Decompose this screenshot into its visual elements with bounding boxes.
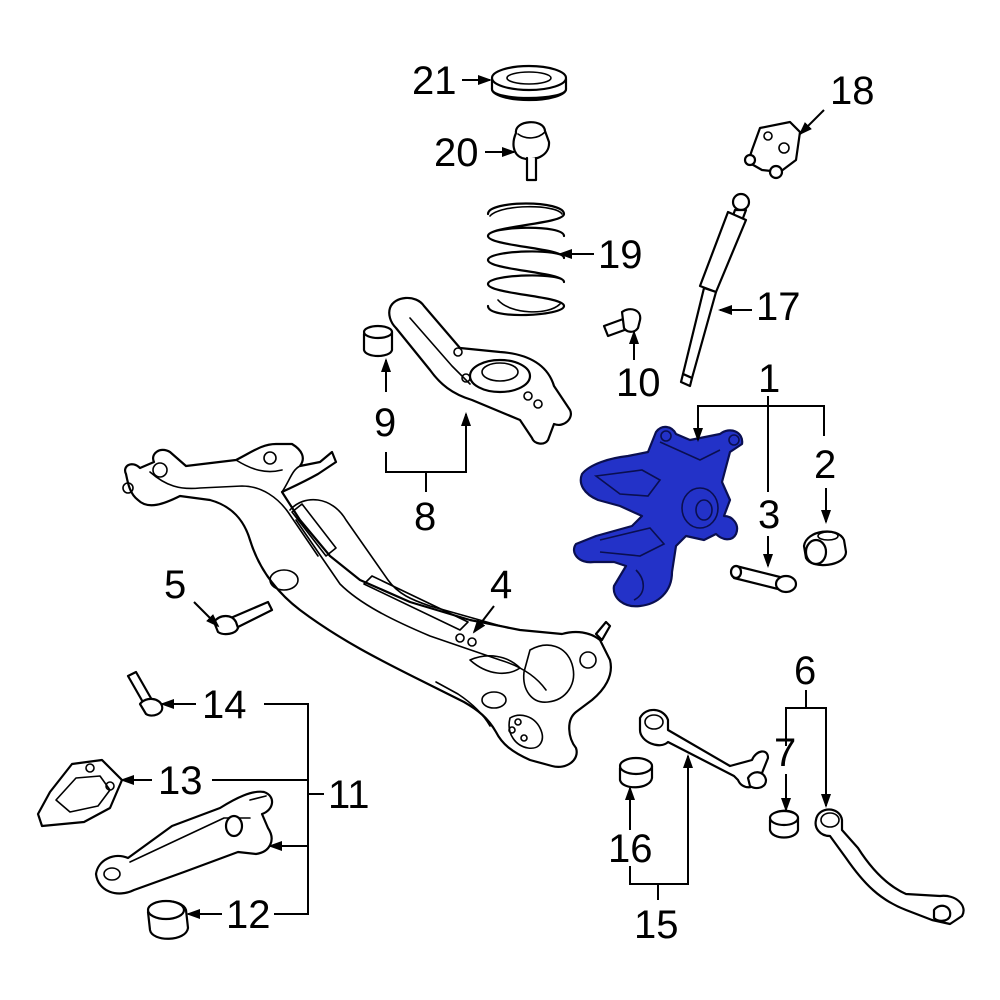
part-2-bushing[interactable] (802, 530, 848, 567)
callout-14: 14 (202, 683, 247, 727)
part-11-lower-arm[interactable] (94, 790, 274, 895)
callout-19: 19 (598, 233, 643, 277)
callout-labels: 21 20 19 18 17 10 9 8 1 2 3 4 5 14 13 11… (158, 59, 875, 947)
part-3-pin[interactable] (729, 564, 798, 594)
callout-6: 6 (794, 649, 816, 693)
callout-11: 11 (328, 773, 370, 817)
callout-2: 2 (814, 443, 836, 487)
callout-17: 17 (756, 285, 801, 329)
callout-10: 10 (616, 361, 661, 405)
part-20-bump-stop[interactable] (512, 121, 551, 182)
leader-lines (120, 75, 831, 919)
part-9-bushing[interactable] (362, 324, 394, 358)
part-18-bracket[interactable] (743, 120, 802, 180)
part-4-crossmember[interactable] (122, 442, 612, 768)
part-16-bushing[interactable] (618, 756, 654, 789)
part-5-bolt[interactable] (212, 600, 274, 636)
callout-18: 18 (830, 69, 875, 113)
callout-16: 16 (608, 827, 653, 871)
part-6-trailing-link[interactable] (814, 808, 965, 926)
callout-1: 1 (758, 357, 780, 401)
callout-4: 4 (490, 563, 512, 607)
part-7-bushing[interactable] (768, 809, 800, 839)
callout-5: 5 (164, 563, 186, 607)
part-8-upper-control-arm[interactable] (388, 296, 572, 445)
part-15-lateral-link[interactable] (638, 708, 770, 790)
callout-21: 21 (412, 59, 457, 103)
callout-9: 9 (374, 401, 396, 445)
part-14-bolt[interactable] (126, 670, 164, 717)
part-12-bushing[interactable] (146, 899, 190, 940)
callout-7: 7 (774, 731, 796, 775)
part-1-knuckle[interactable] (572, 425, 744, 608)
callout-8: 8 (414, 495, 436, 539)
part-13-plate[interactable] (36, 758, 124, 828)
part-17-shock-absorber[interactable] (679, 192, 751, 388)
callout-15: 15 (634, 903, 679, 947)
part-21-spring-seat[interactable] (490, 64, 568, 102)
callout-3: 3 (758, 493, 780, 537)
callout-13: 13 (158, 759, 203, 803)
part-19-coil-spring[interactable] (486, 202, 566, 317)
part-10-bolt[interactable] (602, 308, 642, 338)
callout-12: 12 (226, 893, 271, 937)
callout-20: 20 (434, 131, 479, 175)
